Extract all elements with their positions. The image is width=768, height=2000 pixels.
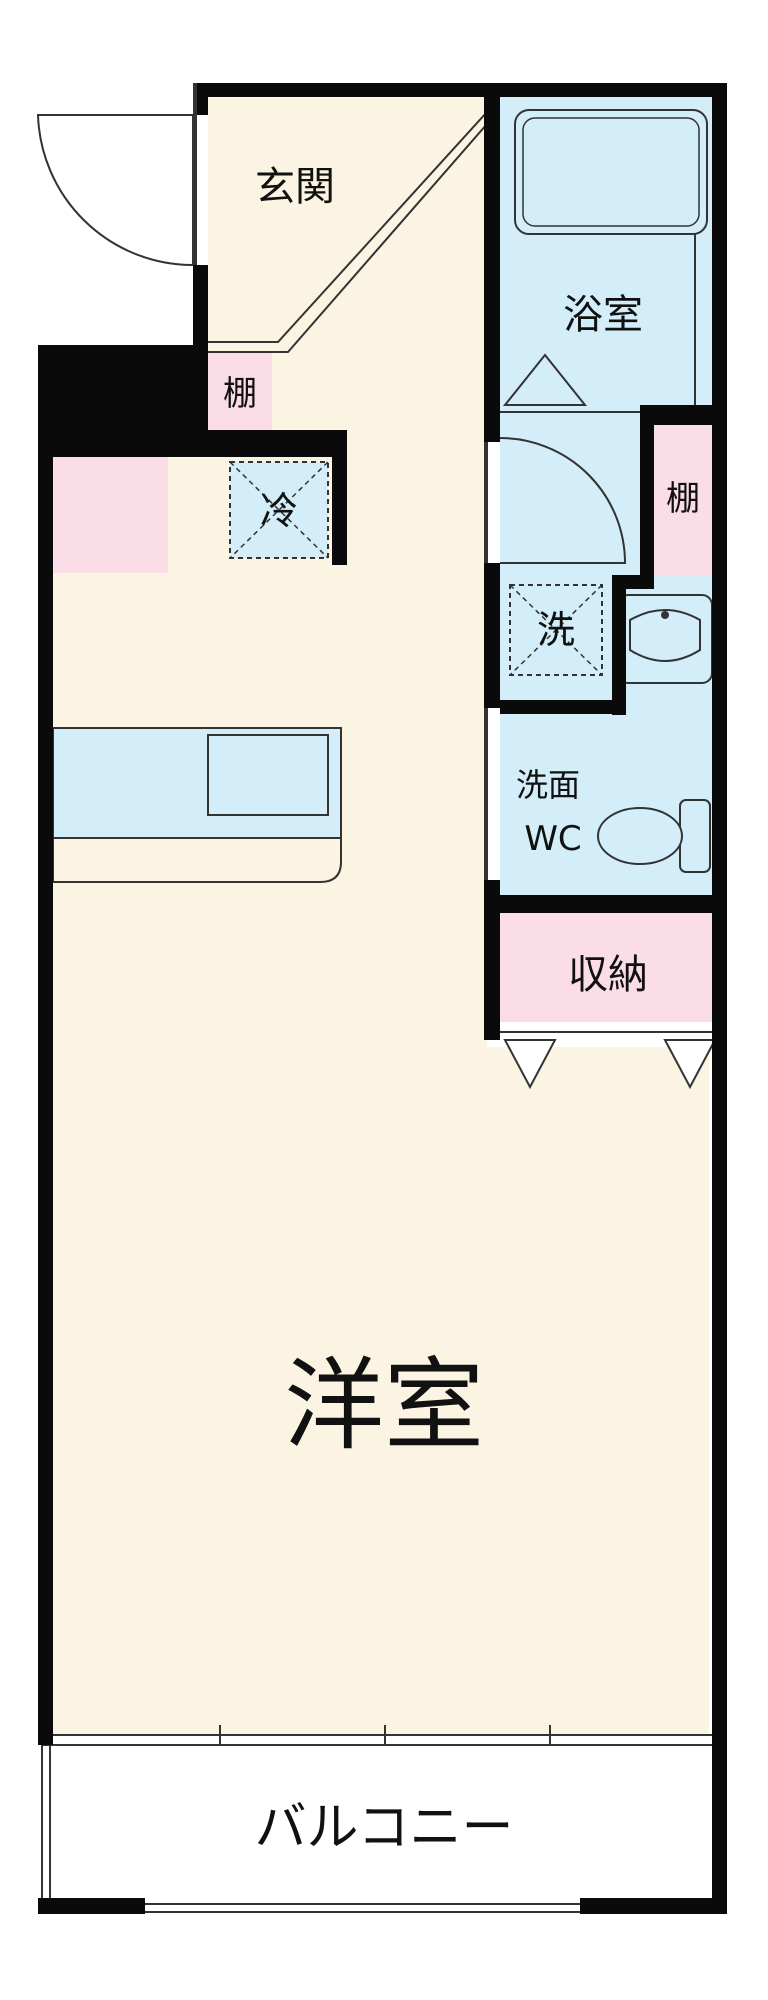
- label-youshitsu: 洋室: [284, 1347, 484, 1464]
- label-shuno: 収納: [568, 952, 648, 998]
- label-genkan: 玄関: [255, 164, 335, 210]
- kitchen-counter: [52, 727, 342, 839]
- label-balcony: バルコニー: [255, 1798, 514, 1858]
- bathtub-inner: [522, 117, 700, 227]
- toilet-bowl: [597, 807, 683, 865]
- washbasin: [629, 609, 701, 662]
- walls: [38, 83, 727, 1914]
- washroom-door-swing: [499, 437, 627, 564]
- shuno-floor: [500, 910, 712, 1022]
- label-rei: 冷: [260, 489, 298, 533]
- kitchen-sink: [207, 734, 329, 816]
- balcony-floor: [42, 1744, 717, 1910]
- label-tana-right: 棚: [666, 479, 700, 519]
- bathtub: [514, 109, 708, 235]
- kitchen-counter-edge: [52, 838, 342, 883]
- label-wc: WC: [524, 819, 581, 859]
- tana-upper-floor: [208, 352, 272, 430]
- bath-door-icon: [502, 353, 588, 406]
- youshitsu-floor: [53, 97, 709, 1735]
- faucet-icon: [661, 611, 669, 619]
- label-sen: 洗: [537, 608, 575, 652]
- toilet-tank: [679, 799, 711, 873]
- entrance-door-swing: [36, 114, 194, 266]
- closet-door-2: [663, 1039, 717, 1090]
- fridge-cross-1: [229, 461, 329, 559]
- closet-door-1: [503, 1039, 557, 1090]
- label-tana-upper: 棚: [223, 374, 257, 414]
- kitchen-pink-area: [53, 457, 168, 573]
- tana-right-floor: [654, 425, 712, 575]
- entrance-diagonal: [208, 111, 488, 343]
- washbasin-counter: [617, 594, 713, 684]
- entrance-diagonal-2: [208, 123, 488, 353]
- label-senmen: 洗面: [516, 766, 580, 804]
- label-yokushitsu: 浴室: [563, 292, 643, 338]
- washer-cross-2: [509, 584, 603, 676]
- fridge-cross-2: [229, 461, 329, 559]
